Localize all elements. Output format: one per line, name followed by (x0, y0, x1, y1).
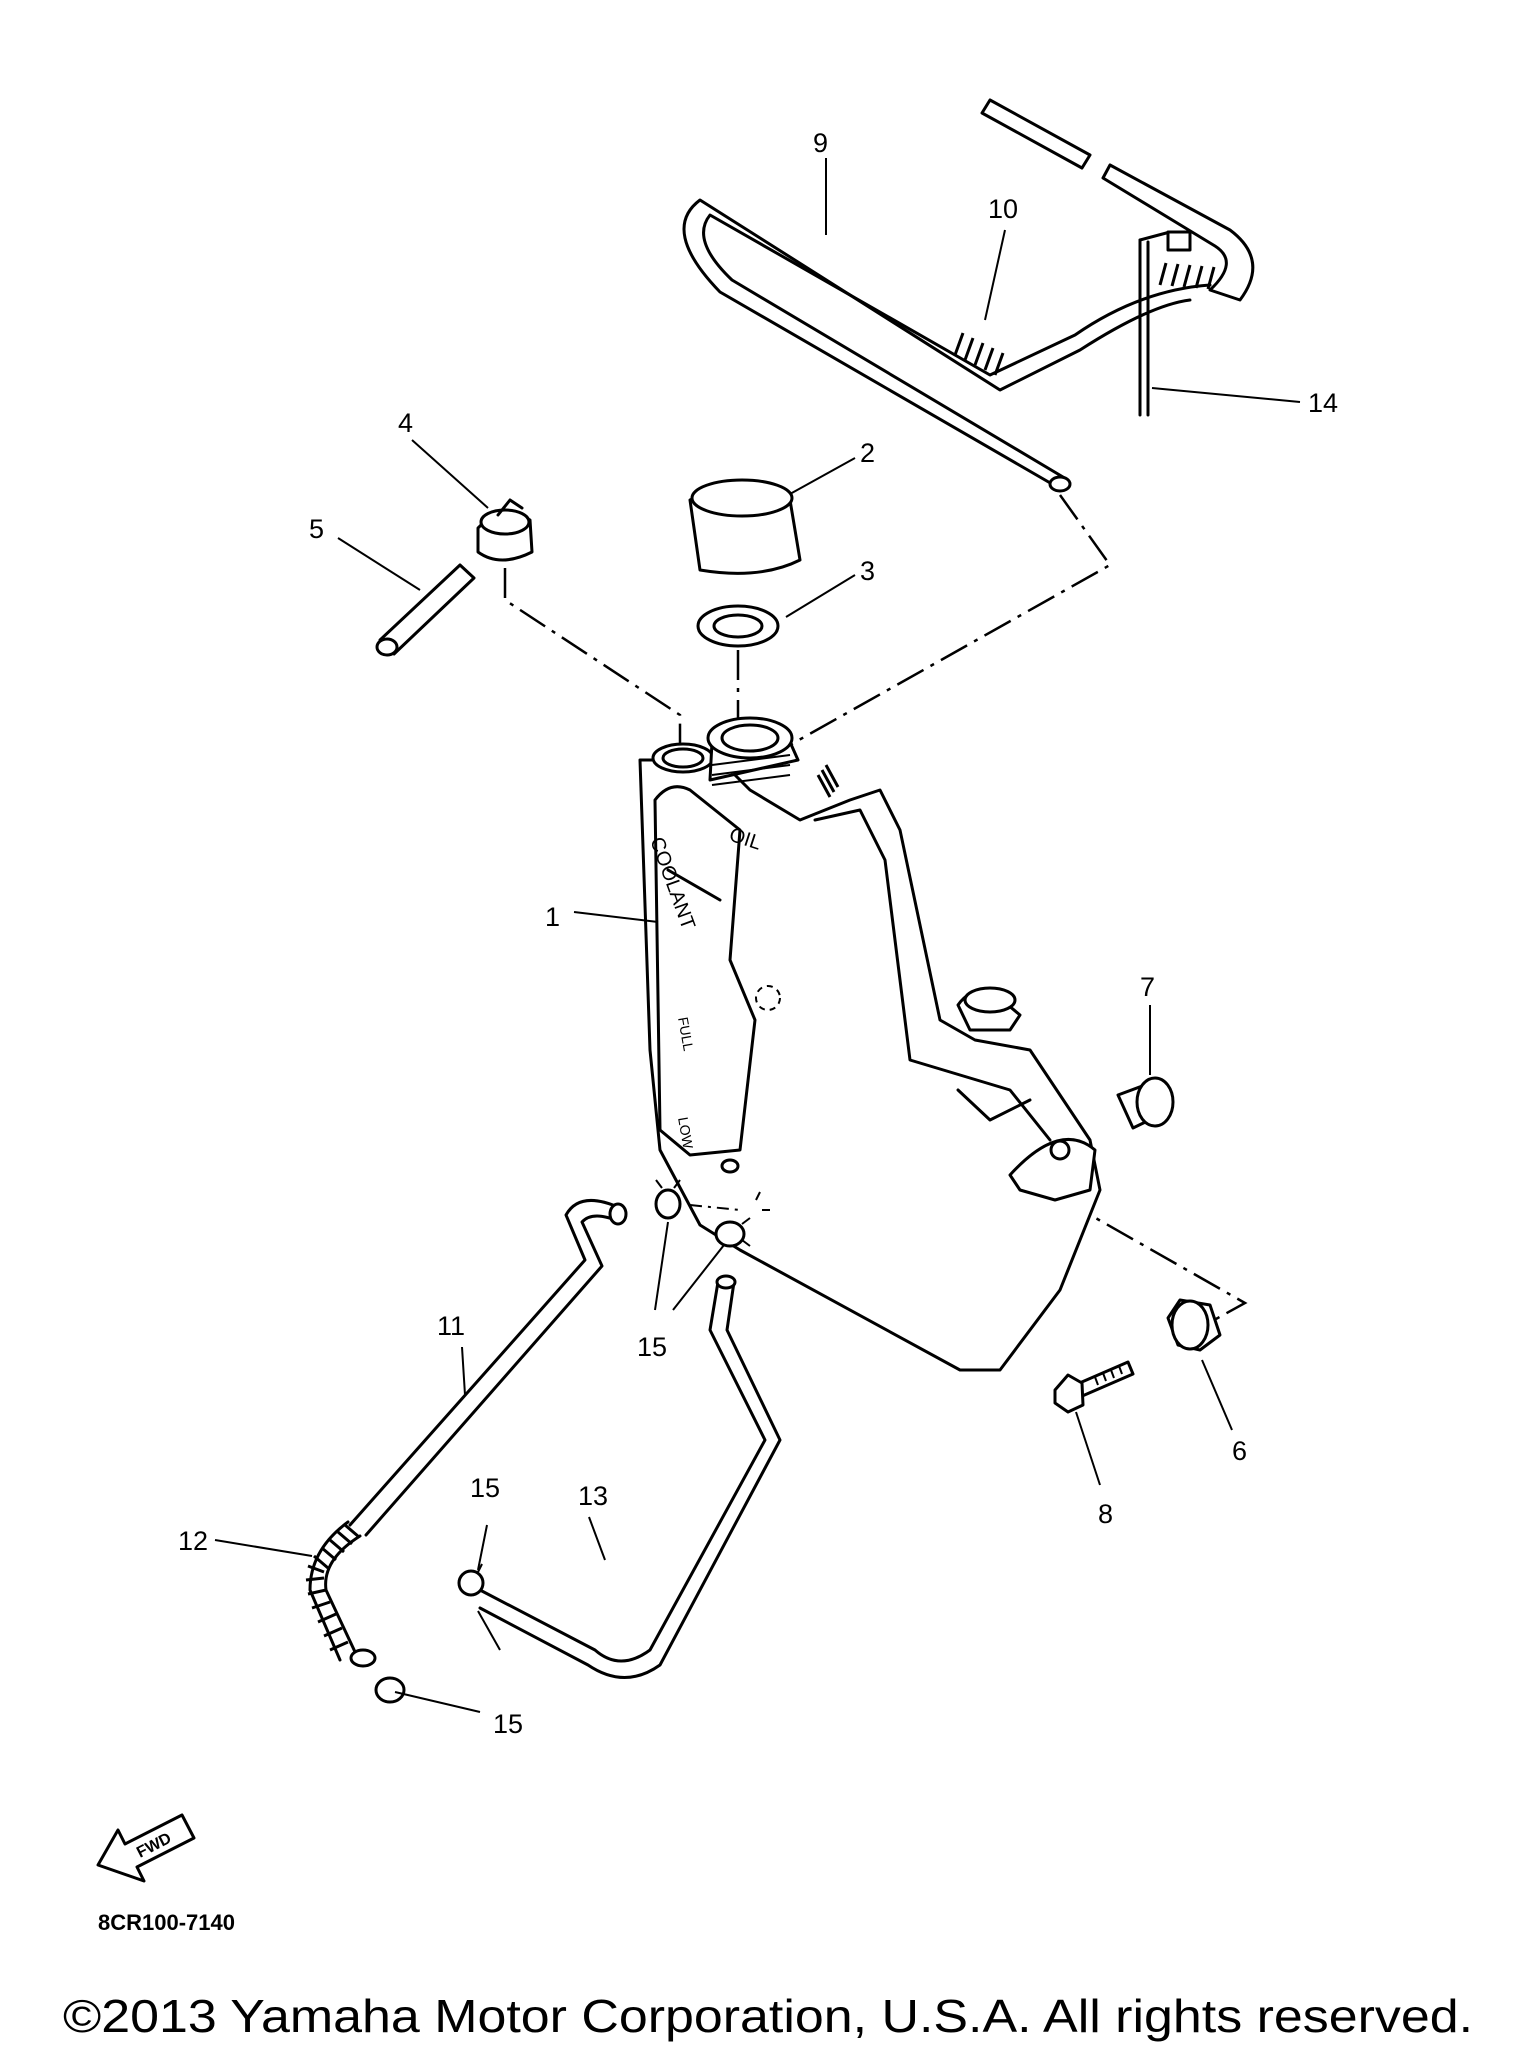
hose-13 (478, 1274, 782, 1679)
leader-lines (214, 158, 1301, 1713)
grommet-bottom (1166, 1298, 1222, 1352)
callout-1: 1 (545, 902, 560, 932)
callout-3: 3 (860, 556, 875, 586)
clamp-2 (714, 1217, 751, 1248)
diagram-code: 8CR100-7140 (98, 1910, 235, 1935)
callout-4: 4 (398, 408, 413, 438)
callout-9: 9 (813, 128, 828, 158)
full-label: FULL (675, 1016, 697, 1053)
fwd-arrow-icon: FWD (96, 1813, 196, 1883)
grommet-top (1116, 1076, 1175, 1130)
callout-10: 10 (988, 194, 1018, 224)
hose-spring-10 (953, 332, 1005, 376)
callout-15-b: 15 (470, 1473, 500, 1503)
clamp-1 (654, 1179, 682, 1220)
clamp-4 (374, 1676, 406, 1704)
copyright-text: ©2013 Yamaha Motor Corporation, U.S.A. A… (63, 1990, 1473, 2042)
cap-gasket (696, 604, 780, 648)
hose-spring-14-top (1158, 262, 1216, 290)
breather-pipe (375, 563, 476, 657)
bolt (1053, 1360, 1135, 1414)
coolant-cap (476, 498, 534, 562)
callout-7: 7 (1140, 972, 1155, 1002)
clamp-3 (457, 1563, 485, 1597)
low-label: LOW (675, 1116, 696, 1151)
callout-8: 8 (1098, 1499, 1113, 1529)
oil-tank: OIL COOLANT FULL LOW (638, 716, 1102, 1372)
callout-15-a: 15 (637, 1332, 667, 1362)
filler-cap (688, 478, 802, 575)
breather-hose (682, 98, 1255, 493)
callout-2: 2 (860, 438, 875, 468)
callout-13: 13 (578, 1481, 608, 1511)
callout-15-c: 15 (493, 1709, 523, 1739)
callout-5: 5 (309, 514, 324, 544)
callout-6: 6 (1232, 1436, 1247, 1466)
callout-11: 11 (437, 1311, 465, 1341)
spring-12 (305, 1520, 377, 1668)
hose-11 (348, 1198, 628, 1537)
hose-clamps (374, 1179, 770, 1704)
callout-12: 12 (178, 1526, 208, 1556)
callout-14: 14 (1308, 388, 1338, 418)
assembly-lines (503, 494, 1248, 1327)
callout-numbers: 1 2 3 4 5 6 7 8 9 10 11 12 13 14 15 15 1… (178, 128, 1338, 1739)
